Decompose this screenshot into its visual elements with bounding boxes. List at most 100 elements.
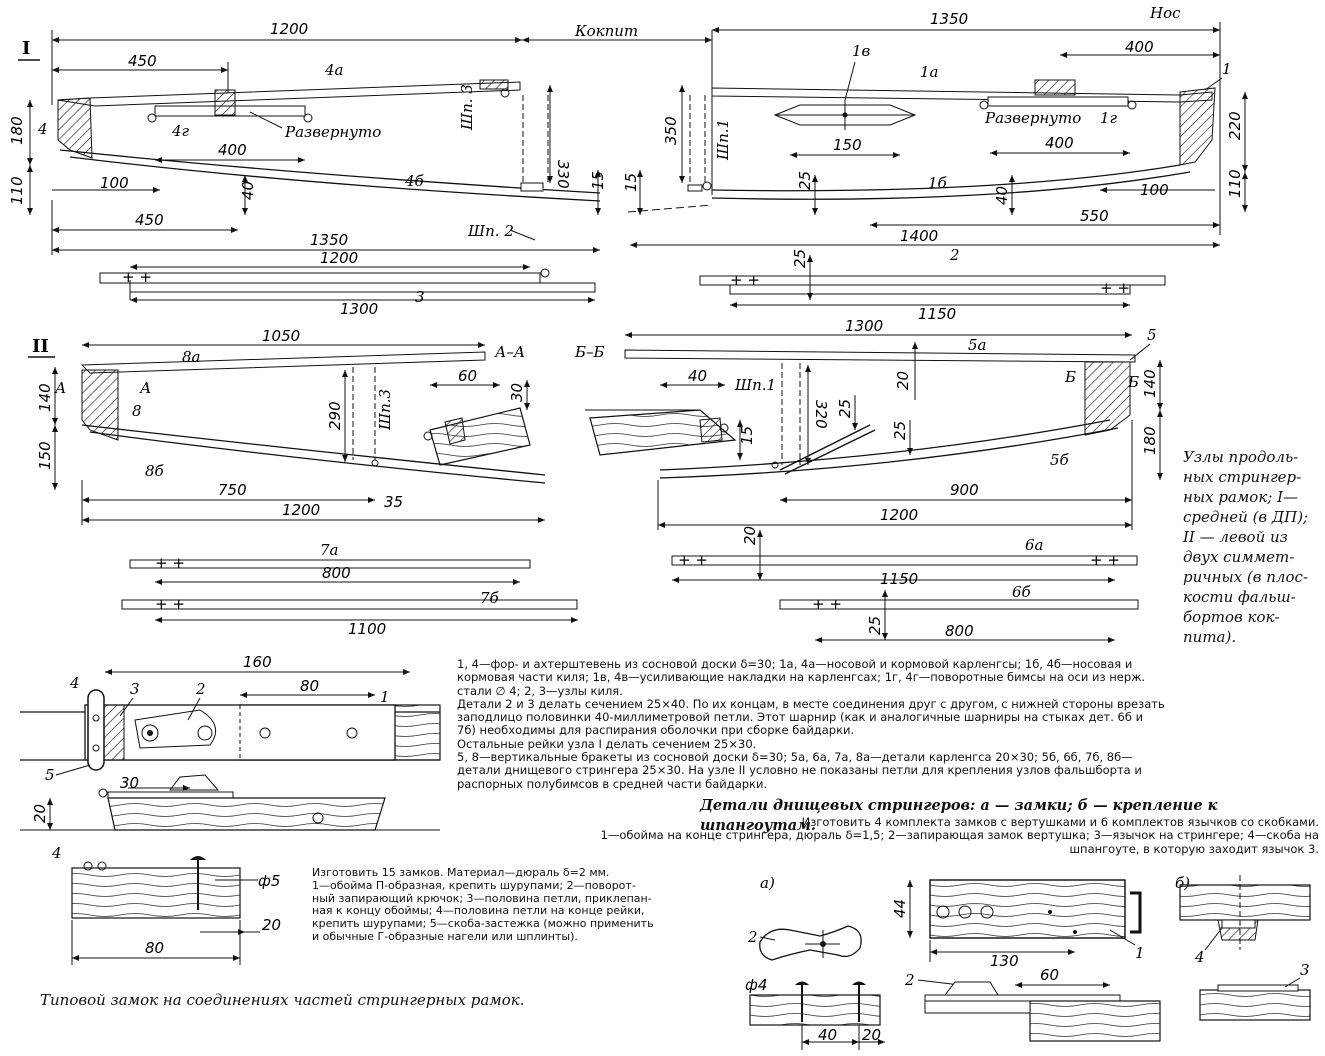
label-1: 1 [1222,60,1232,78]
lock-description-line: 1—обойма П-образная, крепить шурупами; 2… [312,878,636,892]
dim-30-lock: 30 [120,774,139,792]
details-description-line: шпангоуте, в которую заходит язычок 3. [1069,841,1319,856]
detail-d40: 40 [818,1026,837,1044]
dim-15-b: 15 [622,173,640,192]
dim-20-lock-a: 20 [31,804,49,823]
dim-15-a: 15 [589,171,607,190]
dim-1300-ii: 1300 [845,317,883,335]
label-rail-3: 3 [415,288,425,306]
dim-400-a: 400 [1125,38,1154,56]
dim-330: 330 [554,160,572,189]
dim-160: 160 [243,653,272,671]
dim-1100: 1100 [348,620,386,638]
label-1a: 1а [920,63,939,81]
label-razv-1: Развернуто [284,123,381,141]
dim-800-a: 800 [322,564,351,582]
mark-a-left: А [54,379,66,397]
side-caption-line: ричных (в плос- [1183,568,1308,586]
svg-text:+ +: + + [1100,279,1130,297]
parts-description-line: детали днищевого стрингера 25×30. На узл… [457,763,1142,778]
svg-text:+ +: + + [678,551,708,569]
dim-25-ii-b: 25 [891,421,909,440]
detail-n2-b: 2 [904,971,915,989]
mark-a-right: А [139,379,151,397]
dim-80-lock: 80 [300,677,319,695]
side-caption-line: средней (в ДП); [1183,508,1309,526]
lock-n3: 3 [130,680,140,698]
parts-description-line: стали ∅ 4; 2, 3—узлы киля. [457,683,623,698]
detail-n4: 4 [1194,948,1205,966]
dim-rail-1200: 1200 [320,249,358,267]
lock-n5: 5 [45,766,55,784]
dim-140-b: 140 [1141,369,1159,398]
svg-text:+ +: + + [155,595,185,613]
parts-description-line: 7б) необходимы для распирания оболочки п… [457,723,855,738]
label-1b: 1б [928,174,948,192]
dim-290: 290 [326,401,344,430]
dim-rail-1150: 1150 [918,305,956,323]
dim-110-a: 110 [8,176,26,205]
side-caption-line: кости фальш- [1183,588,1296,606]
label-6b: 6б [1012,583,1032,601]
label-sp3: Шп. 3 [458,84,476,131]
parts-description-line: Остальные рейки узла I делать сечением 2… [457,736,757,751]
dim-180-ii: 180 [1141,426,1159,455]
typical-lock-drawing: 160 80 4 3 2 1 5 30 20 [20,653,441,965]
lock-n4-b: 4 [51,844,62,862]
lock-description-line: ный запирающий крючок; 3—половина петли,… [312,891,652,905]
mark-b-left: Б [1064,368,1076,386]
node-1-drawing: I 1200 Кокпит 1350 Нос 450 400 4а 4 4б 3… [8,4,1248,255]
dim-900: 900 [950,481,979,499]
label-8a: 8а [182,348,201,366]
dim-800-b: 800 [945,622,974,640]
dim-1050: 1050 [262,327,300,345]
dim-1200-ii-b: 1200 [880,506,918,524]
dim-60: 60 [458,367,477,385]
label-sp1: Шп.1 [714,119,732,161]
bottom-rails: + + 7а 800 + + 7б 1100 + + + + 6а 20 115… [121,526,1139,643]
dim-400-b: 400 [218,141,247,159]
details-description-line: Изготовить 4 комплекта замков с вертушка… [801,815,1319,829]
label-5a: 5а [968,336,987,354]
parts-description-line: заподлицо половинки 40-миллиметровой пет… [457,710,1144,725]
label-8: 8 [132,402,142,420]
label-6a: 6а [1025,536,1044,554]
parts-description-line: 5, 8—вертикальные бракеты из сосновой до… [457,750,1133,765]
details-description: Изготовить 4 комплекта замков с вертушка… [457,815,1320,856]
dim-rail-1300: 1300 [340,300,378,318]
side-caption-line: ных стрингер- [1183,468,1302,486]
details-title: Детали днищевых стрингеров: а — замки; б… [700,797,1218,834]
svg-text:+ +: + + [812,595,842,613]
dim-1150-rail: 1150 [880,570,918,588]
label-1v: 1в [852,42,871,60]
fig-a-label: а) [760,874,775,892]
dim-750: 750 [218,481,247,499]
side-caption-line: двух симмет- [1183,548,1295,566]
svg-text:+ +: + + [1090,551,1120,569]
dim-100-a: 100 [100,174,129,192]
label-8b: 8б [145,462,165,480]
label-4b: 4б [404,172,425,190]
label-sp3-ii: Шп.3 [376,389,394,431]
dim-15-ii: 15 [738,426,756,445]
keel-rails: + + 1200 1300 3 + + + + 2 25 1150 [99,246,1166,323]
dim-30: 30 [508,383,526,402]
dim-140-a: 140 [36,383,54,412]
dim-1200-top: 1200 [270,20,308,38]
node-2-roman: II [32,336,49,357]
detail-phi4: ф4 [745,976,767,994]
lock-description-line: Изготовить 15 замков. Материал—дюраль δ=… [312,866,610,879]
parts-description-line: кормовая части киля; 1в, 4в—усиливающие … [457,670,1146,685]
lock-n1: 1 [380,688,390,706]
dim-150: 150 [833,136,862,154]
label-razv-2: Развернуто [984,109,1081,127]
node-2-drawing: II 1050 8а А–А А А 8 8б 290 Шп.3 140 150… [28,317,1163,530]
label-7a: 7а [320,541,339,559]
parts-description-line: распорных полубимсов в средней части бай… [457,776,768,791]
dim-550: 550 [1080,207,1109,225]
svg-text:+ +: + + [155,554,185,572]
dim-20-lock-b: 20 [262,916,281,934]
dim-220: 220 [1226,111,1244,140]
dim-150-ii: 150 [36,441,54,470]
